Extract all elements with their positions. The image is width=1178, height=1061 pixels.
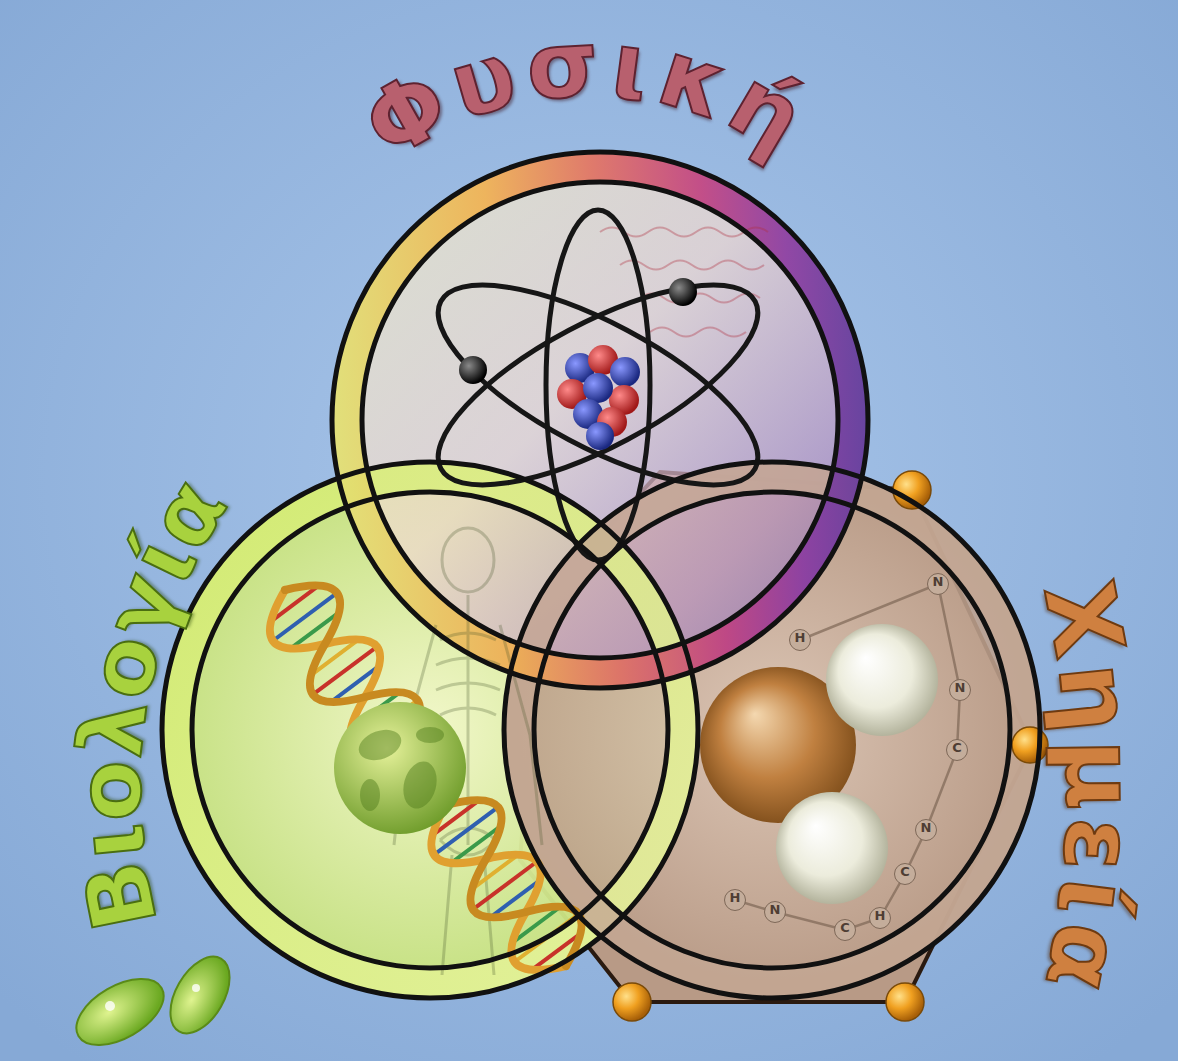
- heading-anchor: Χημεία: [1052, 581, 1148, 999]
- heading-letter: η: [1044, 659, 1147, 744]
- circle-border: [162, 462, 698, 998]
- heading-letter: ε: [1048, 815, 1148, 883]
- subject-heading: Φυσική: [359, 19, 822, 111]
- subject-circle: Φυσική: [326, 146, 874, 694]
- subject-heading: Χημεία: [1052, 581, 1148, 999]
- label-anchor: C: [946, 739, 968, 761]
- label-anchor: H: [724, 889, 746, 911]
- heading-letter: ι: [67, 816, 158, 862]
- circle-border: [504, 462, 1040, 998]
- atom-symbol: N: [915, 819, 937, 841]
- heading-letter: μ: [1051, 739, 1148, 819]
- circle-outline: [498, 456, 1046, 1004]
- label-anchor: C: [834, 919, 856, 941]
- heading-letter: α: [1029, 915, 1137, 1006]
- label-anchor: H: [869, 907, 891, 929]
- atom-symbol: C: [894, 863, 916, 885]
- heading-letter: Β: [70, 850, 170, 937]
- label-anchor: N: [927, 573, 949, 595]
- heading-letter: σ: [524, 17, 615, 114]
- atom-symbol: N: [764, 901, 786, 923]
- atom-symbol: C: [834, 919, 856, 941]
- label-anchor: N: [949, 679, 971, 701]
- heading-letter: Χ: [1030, 574, 1140, 672]
- atom-symbol: N: [949, 679, 971, 701]
- subject-circle: Βιολογία: [156, 456, 704, 1004]
- label-anchor: N: [915, 819, 937, 841]
- atom-symbol: H: [789, 629, 811, 651]
- circle-border: [192, 492, 668, 968]
- circle-border: [362, 182, 838, 658]
- label-anchor: C: [894, 863, 916, 885]
- heading-anchor: Φυσική: [359, 19, 822, 111]
- subject-circle: Χημεία: [498, 456, 1046, 1004]
- atom-symbol: H: [724, 889, 746, 911]
- atom-symbol: N: [927, 573, 949, 595]
- circle-border: [534, 492, 1010, 968]
- heading-letter: ο: [66, 756, 154, 821]
- circle-border: [332, 152, 868, 688]
- circle-outline: [156, 456, 704, 1004]
- atom-symbol: H: [869, 907, 891, 929]
- label-anchor: N: [764, 901, 786, 923]
- atom-symbol: C: [946, 739, 968, 761]
- label-anchor: H: [789, 629, 811, 651]
- circle-outline: [326, 146, 874, 694]
